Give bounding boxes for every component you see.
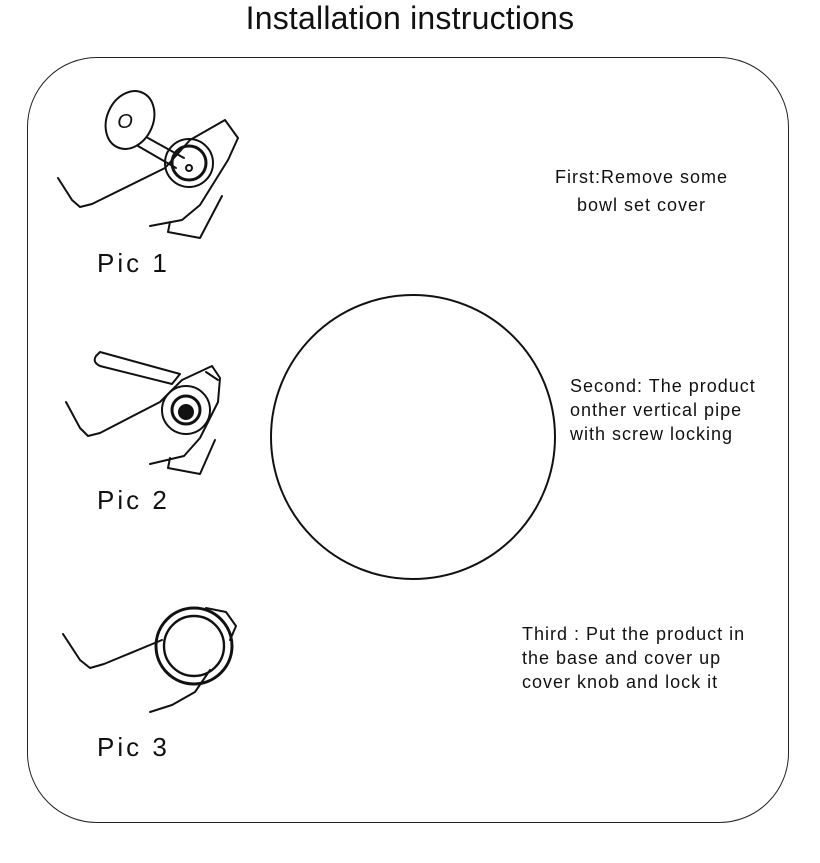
pic2-pipe-mid [170, 394, 202, 426]
pic3-illustration [62, 606, 237, 713]
pic1-pipe-outer [164, 138, 214, 188]
pic2-pipe-outer [161, 385, 211, 435]
instruction-frame [27, 57, 789, 823]
pic3-knob-inner [162, 614, 226, 678]
pic2-bowl-rim [65, 365, 221, 475]
pic1-lid [104, 90, 156, 150]
pic1-label: Pic 1 [97, 248, 170, 278]
step-second-line-2: onther vertical pipe [570, 400, 743, 420]
pic1-bowl-rim [57, 119, 239, 239]
pic2-screw-head [205, 371, 219, 381]
pic3-label: Pic 3 [97, 732, 170, 762]
step-third-line-3: cover knob and lock it [522, 672, 719, 692]
pic1-pipe-hole [185, 164, 193, 172]
page-title: Installation instructions [245, 0, 575, 36]
pic1-stem [137, 137, 185, 169]
pic2-pipe-core [178, 404, 194, 420]
pic2-label: Pic 2 [97, 485, 170, 515]
center-circle [270, 294, 556, 580]
pic2-rod [93, 351, 181, 385]
step-first-line-1: First:Remove some [555, 167, 729, 187]
pic3-knob-outer [154, 606, 234, 686]
pic1-pipe-mid [170, 144, 208, 182]
pic3-bowl-rim [62, 633, 211, 713]
step-first-line-2: bowl set cover [576, 195, 707, 215]
pic1-illustration [57, 90, 239, 239]
step-second-line-3: with screw locking [570, 424, 734, 444]
pic3-knob-tab [205, 607, 237, 641]
step-third-line-2: the base and cover up [522, 648, 722, 668]
step-first: First:Remove some bowl set cover [555, 165, 728, 217]
step-second: Second: The product onther vertical pipe… [570, 374, 756, 446]
pic2-illustration [65, 351, 221, 475]
step-third: Third : Put the product in the base and … [522, 622, 745, 694]
step-third-line-1: Third : Put the product in [522, 624, 746, 644]
pic1-lid-letter: O [117, 111, 133, 133]
step-second-line-1: Second: The product [570, 376, 756, 396]
